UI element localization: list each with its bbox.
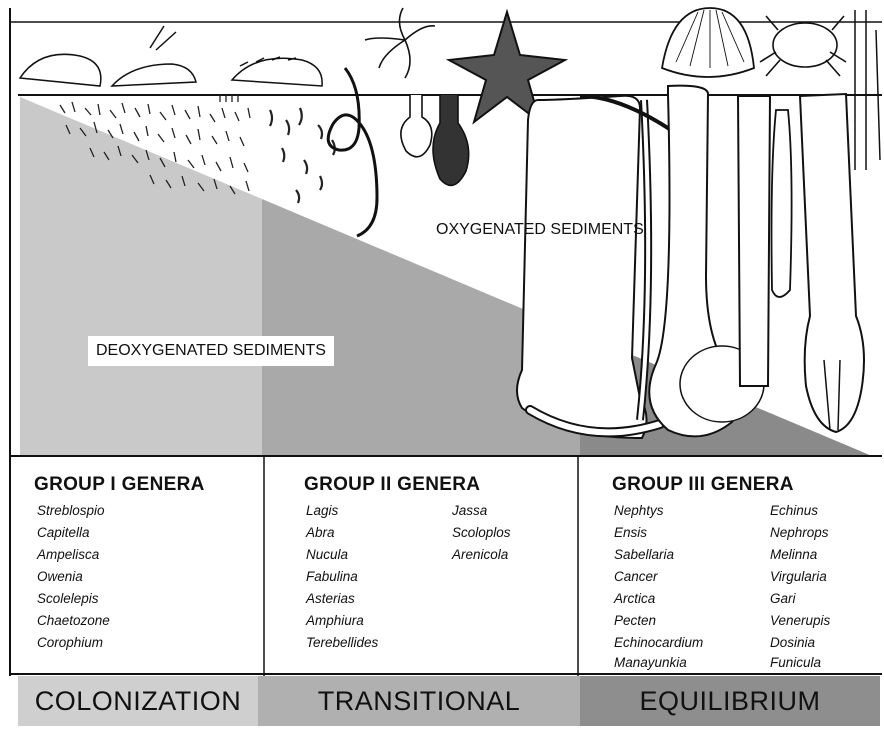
genus-item: Scoloplos <box>452 522 511 544</box>
stage-colonization: COLONIZATION <box>18 676 258 726</box>
genus-item: Arctica <box>614 588 655 610</box>
genus-item: Pecten <box>614 610 656 632</box>
genus-item: Jassa <box>452 500 487 522</box>
genus-item: Asterias <box>306 588 355 610</box>
genus-item: Sabellaria <box>614 544 674 566</box>
genus-item: Scolelepis <box>37 588 99 610</box>
genus-item: Fabulina <box>306 566 358 588</box>
stage-equilibrium: EQUILIBRIUM <box>580 676 880 726</box>
genus-item: Funicula <box>770 652 821 674</box>
genus-item: Nucula <box>306 544 348 566</box>
genus-item: Ampelisca <box>37 544 99 566</box>
genus-item: Corophium <box>37 632 103 654</box>
genus-item: Dosinia <box>770 632 815 654</box>
genus-item: Nephtys <box>614 500 664 522</box>
genus-item: Nephrops <box>770 522 829 544</box>
genus-item: Owenia <box>37 566 83 588</box>
genus-item: Echinocardium <box>614 632 703 654</box>
genus-item: Abra <box>306 522 335 544</box>
genus-item: Melinna <box>770 544 817 566</box>
genus-item: Capitella <box>37 522 90 544</box>
genus-item: Manayunkia <box>614 652 687 674</box>
genus-item: Venerupis <box>770 610 830 632</box>
group-3-title: GROUP III GENERA <box>612 474 794 496</box>
stage-transitional: TRANSITIONAL <box>258 676 580 726</box>
group-2-title: GROUP II GENERA <box>304 474 480 496</box>
genus-item: Cancer <box>614 566 658 588</box>
genus-item: Echinus <box>770 500 818 522</box>
genus-item: Ensis <box>614 522 647 544</box>
genus-item: Streblospio <box>37 500 105 522</box>
group-1-title: GROUP I GENERA <box>34 474 205 496</box>
genus-item: Arenicola <box>452 544 508 566</box>
genus-item: Amphiura <box>306 610 364 632</box>
genus-item: Virgularia <box>770 566 827 588</box>
genus-item: Terebellides <box>306 632 378 654</box>
deoxygenated-label: DEOXYGENATED SEDIMENTS <box>88 336 334 366</box>
genus-item: Gari <box>770 588 796 610</box>
genus-item: Chaetozone <box>37 610 110 632</box>
oxygenated-label: OXYGENATED SEDIMENTS <box>428 215 652 245</box>
genus-item: Lagis <box>306 500 338 522</box>
